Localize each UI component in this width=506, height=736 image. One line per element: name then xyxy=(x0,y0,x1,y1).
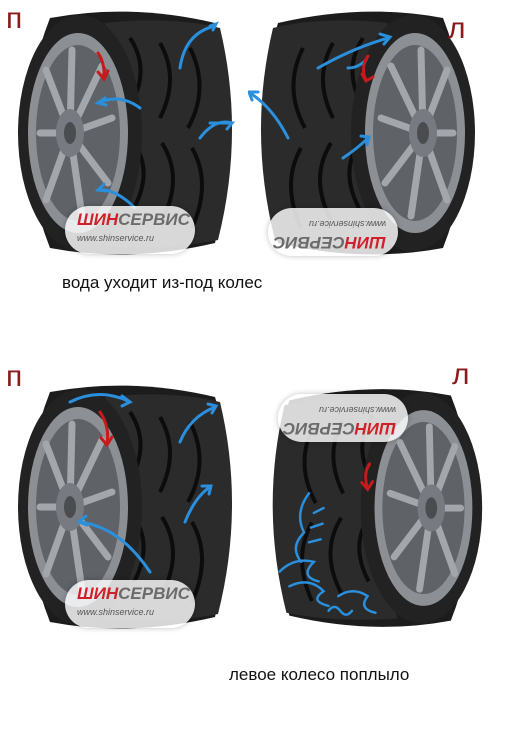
water-scribble xyxy=(288,581,330,608)
caption-top: вода уходит из-под колес xyxy=(62,273,263,292)
water-arrow xyxy=(246,90,260,102)
load-arrow xyxy=(98,410,110,446)
water-arrow xyxy=(206,402,219,415)
water-arrow xyxy=(208,21,219,32)
water-scribble xyxy=(327,605,354,616)
label-left-side-top: л xyxy=(448,12,466,45)
water-scribble xyxy=(337,589,377,614)
water-arrow xyxy=(120,394,133,408)
watermark-brand: ШИНСЕРВИС xyxy=(273,233,386,252)
label-right-side-bottom: п xyxy=(6,360,23,393)
water-scribble xyxy=(278,559,320,583)
load-arrow xyxy=(360,480,375,492)
watermark: ШИНСЕРВИС www.shinservice.ru xyxy=(268,208,398,256)
water-arrow xyxy=(316,36,390,70)
water-scribble xyxy=(294,492,311,564)
water-arrow xyxy=(248,91,290,140)
water-arrow xyxy=(208,121,236,131)
watermark-brand: ШИНСЕРВИС xyxy=(77,584,190,603)
water-arrow xyxy=(341,136,370,160)
tyre-top-right: ШИНСЕРВИС www.shinservice.ru xyxy=(246,8,483,260)
load-arrow xyxy=(99,435,114,448)
tyre-bottom-right: ШИНСЕРВИС www.shinservice.ru xyxy=(260,384,490,634)
water-scribble xyxy=(307,506,325,544)
load-arrow xyxy=(364,462,372,490)
tyre-bottom-left: ШИНСЕРВИС www.shinservice.ru xyxy=(10,382,245,634)
load-arrow xyxy=(360,72,375,84)
watermark: ШИНСЕРВИС www.shinservice.ru xyxy=(65,206,195,254)
water-arrow xyxy=(378,32,393,46)
water-arrow xyxy=(359,134,371,147)
watermark: ШИНСЕРВИС www.shinservice.ru xyxy=(65,580,195,628)
caption-bottom: левое колесо поплыло xyxy=(229,665,410,684)
watermark-url: www.shinservice.ru xyxy=(308,219,386,229)
load-arrow xyxy=(96,69,110,82)
water-arrow xyxy=(183,485,212,524)
watermark: ШИНСЕРВИС www.shinservice.ru xyxy=(278,394,408,442)
water-arrow xyxy=(78,520,152,574)
tyre-top-left: ШИНСЕРВИС www.shinservice.ru xyxy=(10,8,245,260)
water-arrow xyxy=(94,96,108,107)
label-left-side-bottom: л xyxy=(452,358,470,391)
watermark-brand: ШИНСЕРВИС xyxy=(77,210,190,229)
watermark-brand: ШИНСЕРВИС xyxy=(283,419,396,438)
watermark-url: www.shinservice.ru xyxy=(318,405,396,415)
water-arrow xyxy=(76,514,89,527)
label-right-side-top: п xyxy=(6,2,23,35)
watermark-url: www.shinservice.ru xyxy=(77,607,155,617)
water-arrow xyxy=(200,484,213,496)
water-arrow xyxy=(178,405,217,444)
watermark-url: www.shinservice.ru xyxy=(77,233,155,243)
water-arrow xyxy=(94,182,108,193)
